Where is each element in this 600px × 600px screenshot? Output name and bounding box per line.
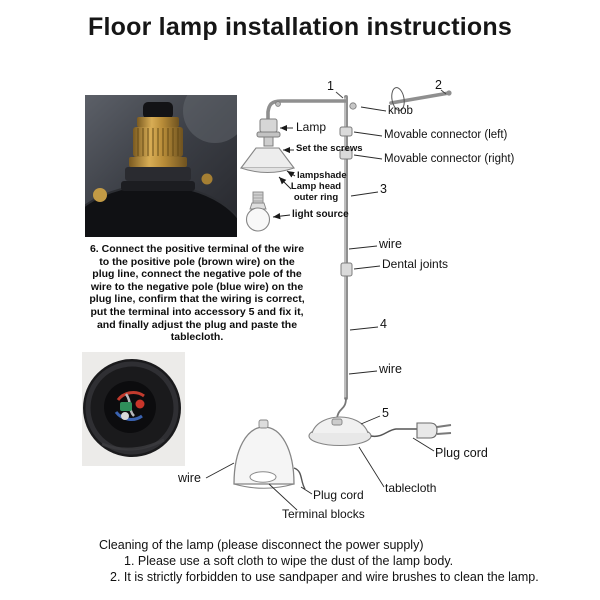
label-plug-cord-right: Plug cord: [435, 446, 488, 460]
lampshade-shape: [239, 147, 296, 173]
lamp-head-photo-art: [85, 95, 237, 237]
label-lamp-head-outer-ring: Lamp head outer ring: [290, 181, 342, 203]
base-interior-photo-art: [82, 352, 185, 466]
step6-instructions: 6. Connect the positive terminal of the …: [89, 243, 305, 344]
label-part-3: 3: [380, 182, 387, 196]
label-plug-cord-base: Plug cord: [313, 488, 364, 502]
label-wire-lower: wire: [379, 362, 402, 376]
label-part-2: 2: [435, 78, 442, 92]
tick-part1: [335, 91, 344, 99]
power-cord: [370, 428, 417, 438]
label-part-1: 1: [327, 79, 334, 93]
label-wire-base: wire: [178, 471, 201, 485]
lamp-head-photo: [85, 95, 237, 237]
label-lamp: Lamp: [296, 120, 327, 134]
label-wire-upper: wire: [379, 237, 402, 251]
bulb-icon: [245, 191, 271, 232]
base-dome-detail: [233, 419, 306, 490]
label-set-the-screws: Set the screws: [296, 143, 363, 154]
label-knob: knob: [388, 105, 413, 117]
page-title: Floor lamp installation instructions: [88, 13, 512, 41]
label-movable-connector-right: Movable connector (right): [384, 153, 515, 165]
label-terminal-blocks: Terminal blocks: [282, 507, 365, 521]
label-lampshade: lampshade: [297, 170, 347, 181]
label-movable-connector-left: Movable connector (left): [384, 129, 508, 141]
top-arm: [266, 99, 357, 121]
label-dental-joints: Dental joints: [382, 257, 449, 271]
cleaning-step-1: 1. Please use a soft cloth to wipe the d…: [124, 554, 454, 568]
lamp-socket: [256, 118, 281, 147]
cleaning-heading: Cleaning of the lamp (please disconnect …: [99, 538, 424, 552]
label-tablecloth: tablecloth: [385, 481, 437, 495]
label-light-source: light source: [292, 209, 349, 220]
lamp-base: [308, 416, 372, 447]
base-interior-photo: [82, 352, 185, 466]
plug-icon: [416, 422, 452, 439]
cleaning-step-2: 2. It is strictly forbidden to use sandp…: [110, 570, 539, 584]
label-part-5: 5: [382, 406, 389, 420]
label-part-4: 4: [380, 317, 387, 331]
